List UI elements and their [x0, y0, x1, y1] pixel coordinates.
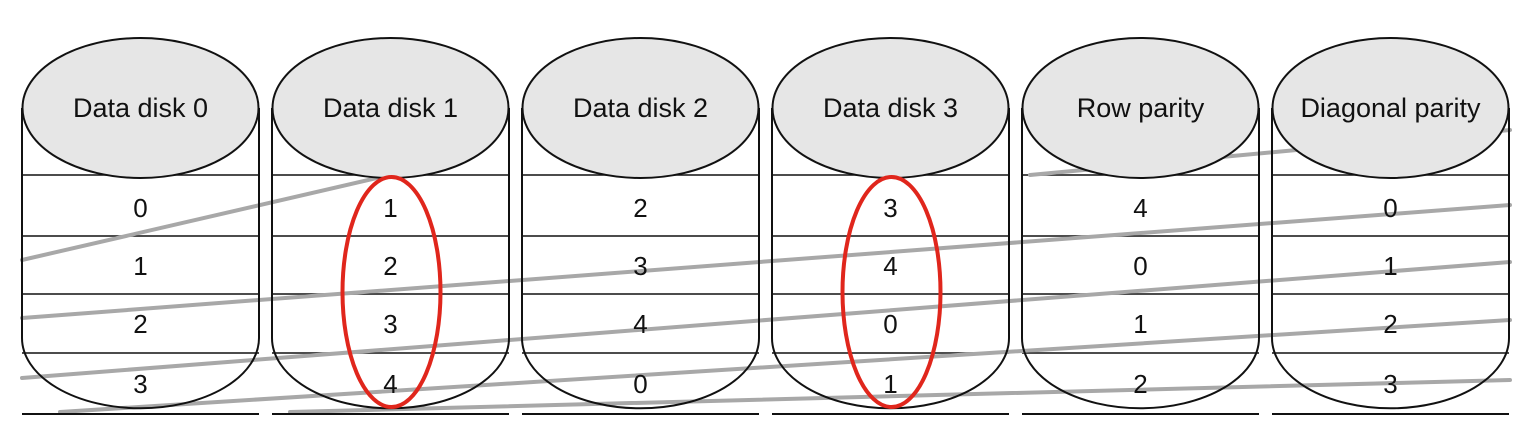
data-disk-0-block-3: 3 [133, 369, 147, 399]
row-parity-block-2: 1 [1133, 309, 1147, 339]
diagonal-parity-bottom-arc [1271, 337, 1510, 410]
diagonal-line-2 [20, 260, 1512, 380]
row-parity-block-0: 4 [1133, 193, 1147, 223]
data-disk-1-block-0: 1 [383, 193, 397, 223]
data-disk-0-top-ellipse [21, 37, 260, 179]
data-disk-3-block-1: 4 [883, 251, 897, 281]
highlight-ellipses [340, 175, 943, 409]
data-disk-2-block-2: 4 [633, 309, 647, 339]
diagonal-line-3 [58, 318, 1512, 414]
disk-cylinders [21, 37, 1510, 410]
diagonal-line-0 [20, 173, 392, 262]
data-disk-3-highlight-ellipse [840, 175, 943, 409]
data-disk-2-block-1: 3 [633, 251, 647, 281]
diagonal-parity-block-0: 0 [1383, 193, 1397, 223]
disk-label-row-parity: Row parity [1077, 93, 1205, 123]
disk-label-data-disk-3: Data disk 3 [823, 93, 958, 123]
data-disk-3-block-0: 3 [883, 193, 897, 223]
data-disk-0-block-0: 0 [133, 193, 147, 223]
data-disk-1-highlight-ellipse [340, 175, 443, 409]
disk-label-data-disk-2: Data disk 2 [573, 93, 708, 123]
diagonal-parity-lines [20, 128, 1512, 414]
disk-labels-and-values: Data disk 0 0 1 2 3 Data disk 1 1 2 3 4 Data disk … [73, 93, 1481, 399]
disk-cell-dividers [22, 174, 1509, 354]
data-disk-2-top-ellipse [521, 37, 760, 179]
diagonal-parity-block-3: 3 [1383, 369, 1397, 399]
row-parity-top-ellipse [1021, 37, 1260, 179]
data-disk-3-block-3: 1 [883, 369, 897, 399]
data-disk-2-block-0: 2 [633, 193, 647, 223]
data-disk-2-bottom-arc [521, 337, 760, 410]
diagonal-line-4 [288, 378, 1512, 414]
data-disk-0-block-1: 1 [133, 251, 147, 281]
row-parity-block-1: 0 [1133, 251, 1147, 281]
disk-label-data-disk-1: Data disk 1 [323, 93, 458, 123]
row-parity-block-3: 2 [1133, 369, 1147, 399]
data-disk-1-block-1: 2 [383, 251, 397, 281]
data-disk-1-block-2: 3 [383, 309, 397, 339]
data-disk-2-block-3: 0 [633, 369, 647, 399]
disk-label-data-disk-0: Data disk 0 [73, 93, 208, 123]
diagonal-parity-block-2: 2 [1383, 309, 1397, 339]
disk-label-diagonal-parity: Diagonal parity [1300, 93, 1481, 123]
data-disk-0-block-2: 2 [133, 309, 147, 339]
diagonal-parity-block-1: 1 [1383, 251, 1397, 281]
data-disk-3-block-2: 0 [883, 309, 897, 339]
data-disk-0-bottom-arc [21, 337, 260, 410]
data-disk-1-block-3: 4 [383, 369, 397, 399]
diagonal-parity-top-ellipse [1271, 37, 1510, 179]
row-parity-bottom-arc [1021, 337, 1260, 410]
diagonal-line-1 [20, 203, 1512, 320]
